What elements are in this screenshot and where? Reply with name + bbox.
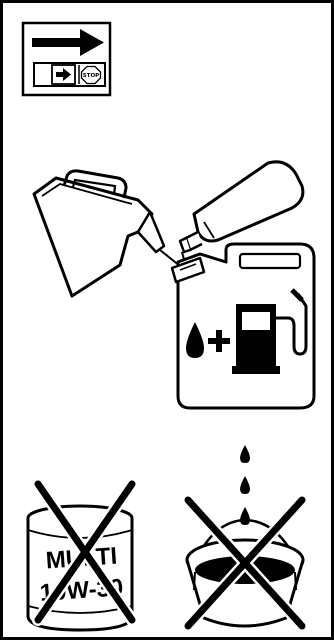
falling-drops <box>240 445 250 525</box>
oil-drop-icon <box>240 445 250 463</box>
oil-drop-icon <box>240 476 250 494</box>
stop-label: STOP <box>83 73 99 79</box>
oil-drop-icon <box>240 507 250 525</box>
oil-bottle <box>180 162 303 252</box>
mixing-jug <box>34 171 164 296</box>
switch-diagram-box: STOP <box>23 23 110 95</box>
stop-icon: STOP <box>82 67 101 84</box>
